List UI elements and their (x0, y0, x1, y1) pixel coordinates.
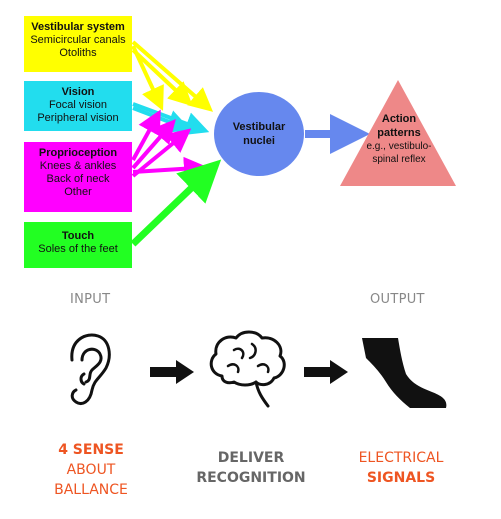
action-desc: e.g., vestibulo- (366, 141, 432, 152)
vestibular-nuclei-node: Vestibular nuclei (214, 92, 304, 176)
process-caption: DELIVER RECOGNITION (186, 448, 316, 488)
input-caption-rest: ABOUT BALLANCE (26, 460, 156, 500)
box-item: Focal vision (48, 99, 108, 111)
action-title: Action (381, 113, 417, 125)
input-caption: 4 SENSE (26, 440, 156, 460)
proprioception-arrow (131, 128, 192, 178)
action-patterns-label: Action patterns e.g., vestibulo- spinal … (340, 112, 458, 166)
nuclei-label: nuclei (243, 135, 275, 147)
nuclei-label: Vestibular (232, 121, 286, 133)
vestibular-arrow (131, 48, 193, 107)
output-label: OUTPUT (370, 292, 425, 307)
caption-line: DELIVER (217, 450, 285, 466)
right-arrow-icon (304, 360, 348, 384)
caption-line: BALLANCE (54, 482, 128, 498)
box-title: Touch (61, 230, 95, 242)
caption-line: SIGNALS (366, 470, 436, 486)
box-item: Peripheral vision (37, 112, 119, 124)
proprioception-arrow (131, 118, 176, 170)
action-desc: spinal reflex (372, 154, 426, 165)
box-item: Semicircular canals (30, 34, 126, 46)
input-label: INPUT (70, 292, 111, 307)
box-title: Proprioception (38, 147, 118, 159)
vestibular-system-box: Vestibular system Semicircular canals Ot… (24, 16, 132, 72)
action-triangle (340, 80, 456, 186)
caption-line: ABOUT (66, 462, 116, 478)
right-arrow-icon (150, 360, 194, 384)
caption-line: 4 SENSE (58, 442, 124, 458)
touch-box: Touch Soles of the feet (24, 222, 132, 268)
box-item: Other (64, 186, 92, 198)
vision-arrow (132, 102, 210, 136)
touch-arrow (130, 159, 222, 247)
caption-line: ELECTRICAL (358, 450, 444, 466)
proprioception-box: Proprioception Knees & ankles Back of ne… (24, 142, 132, 212)
box-title: Vestibular system (31, 21, 125, 33)
caption-line: RECOGNITION (196, 470, 306, 486)
action-title: patterns (377, 127, 421, 139)
box-item: Back of neck (46, 173, 110, 185)
brain-icon (209, 330, 286, 408)
box-item: Soles of the feet (38, 243, 118, 255)
output-caption: ELECTRICAL SIGNALS (336, 448, 466, 488)
box-title: Vision (61, 86, 95, 98)
leg-icon (362, 338, 447, 408)
box-item: Otoliths (59, 47, 97, 59)
box-item: Knees & ankles (39, 160, 117, 172)
vision-box: Vision Focal vision Peripheral vision (24, 81, 132, 131)
ear-icon (70, 333, 111, 405)
